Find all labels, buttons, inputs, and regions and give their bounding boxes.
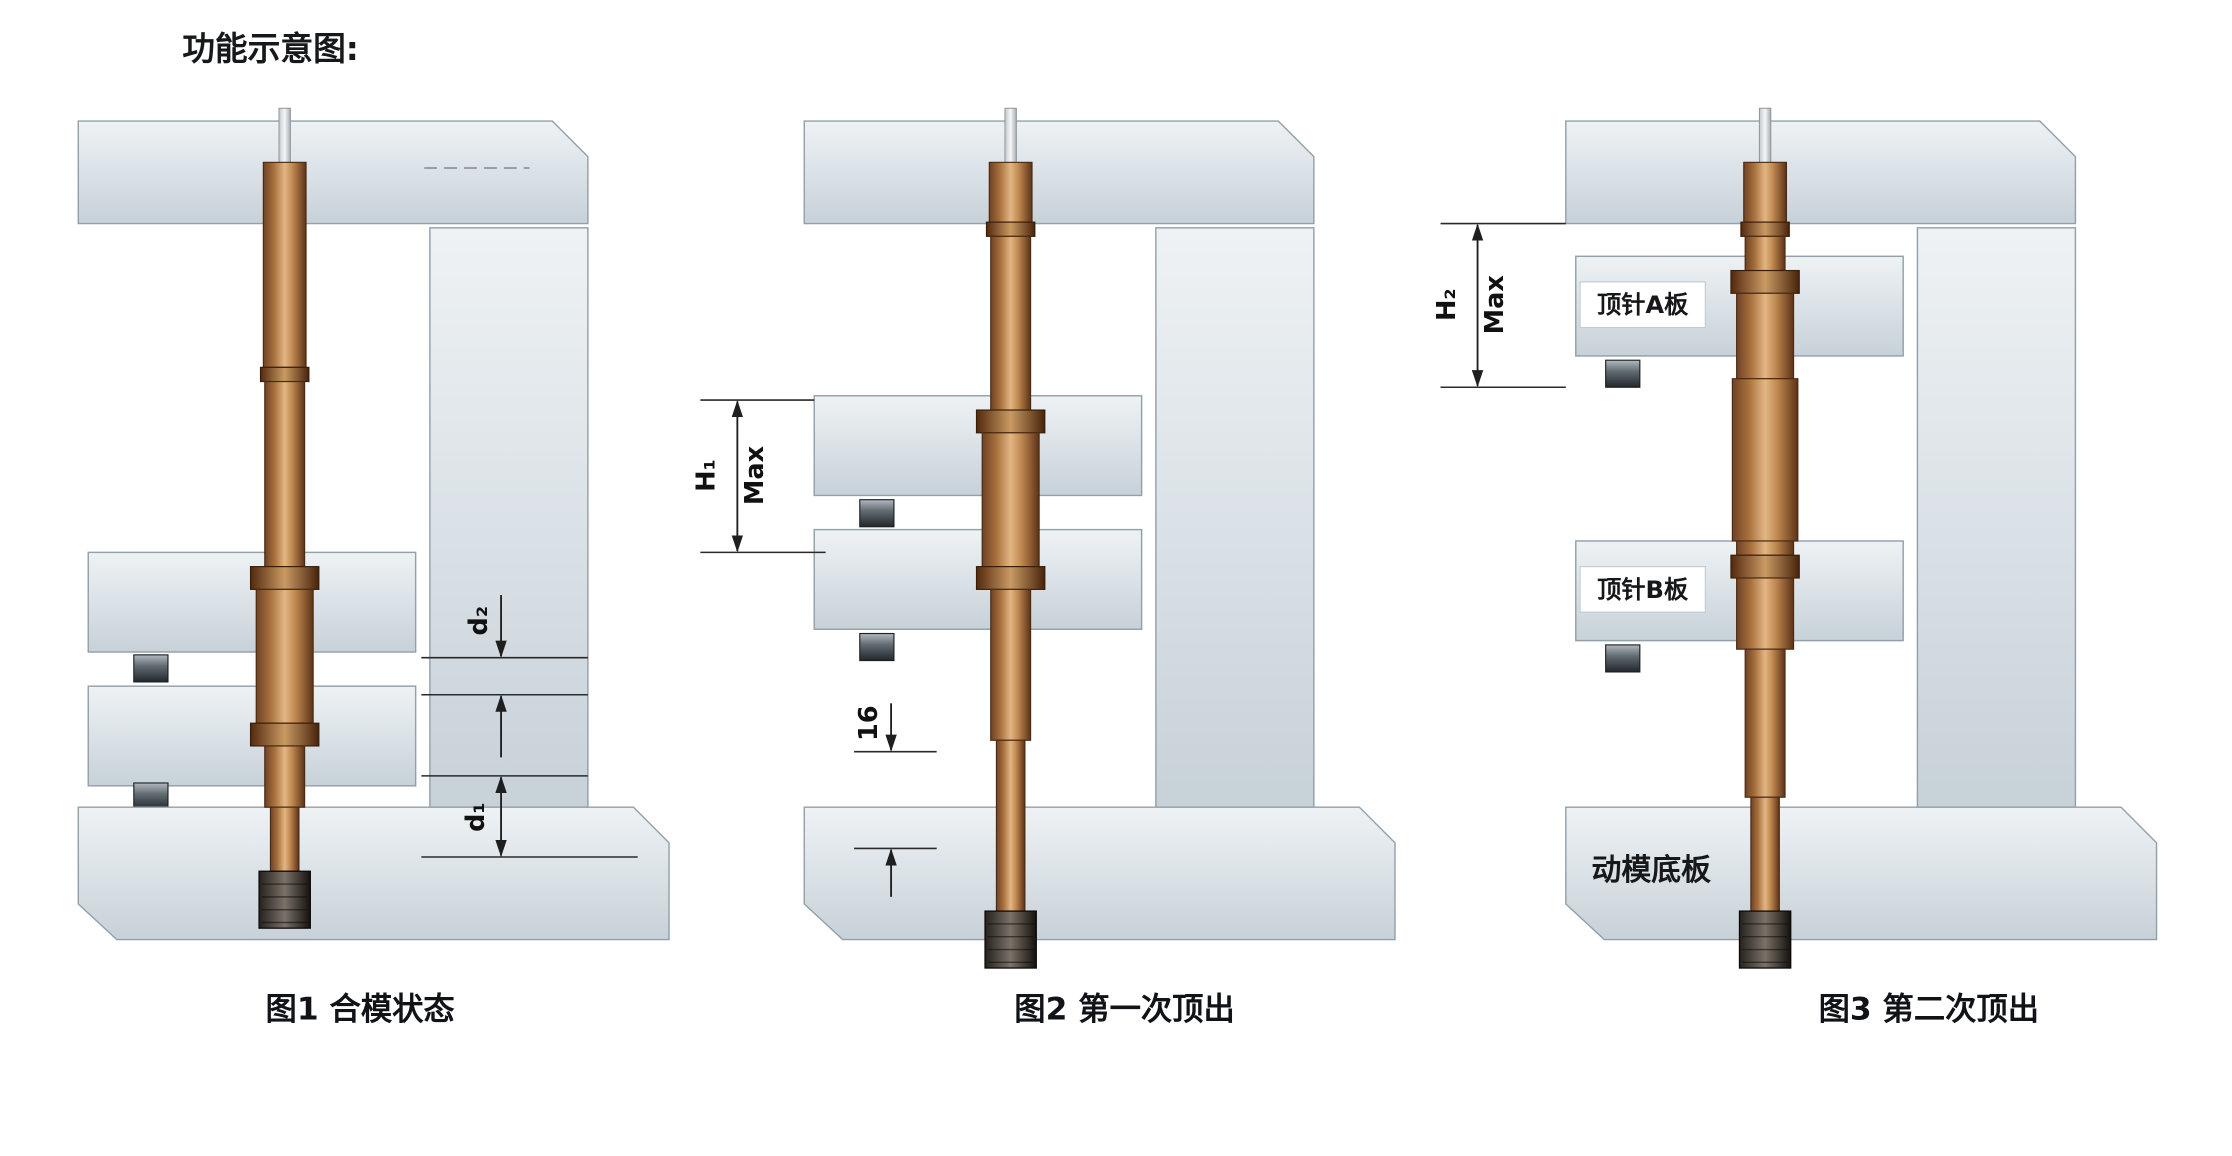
- fig3-dimension-h2: H₂ Max: [1432, 222, 1566, 389]
- fig2-pin-upper-shaft: [988, 161, 1033, 223]
- fig1-pin-head: [258, 870, 311, 929]
- fig3-pin-flange-top: [1730, 269, 1800, 294]
- fig2-screw-head-bottom: [859, 632, 895, 662]
- fig3-ejector-pin: [1730, 107, 1800, 969]
- fig3-pin-lower-shaft: [1744, 648, 1786, 798]
- fig2-dimension-16: 16: [854, 703, 937, 897]
- fig1-ejector-pin: [249, 107, 320, 929]
- figure-3: 顶针A板 顶针B板 动模底板: [1432, 107, 2158, 1027]
- fig2-top-clamp-plate: [803, 120, 1315, 225]
- fig3-pin-sleeve-a: [1736, 292, 1795, 380]
- fig3-h2-label: H₂: [1432, 288, 1462, 321]
- fig3-pin-sleeve-b: [1736, 577, 1795, 650]
- fig1-pin-step-collar: [259, 366, 310, 383]
- fig1-pin-upper-shaft: [262, 161, 307, 368]
- fig3-top-clamp-plate: [1565, 120, 2077, 225]
- fig1-mold-plates: [77, 120, 670, 941]
- fig3-bottom-clamp-plate: [1565, 806, 2158, 941]
- fig3-pin-tip: [1758, 107, 1772, 166]
- fig3-mold-plates: 顶针A板 顶针B板 动模底板: [1565, 120, 2158, 941]
- fig1-pin-lower-shaft: [264, 745, 306, 808]
- fig3-plate-b-label: 顶针B板: [1597, 576, 1689, 604]
- fig3-caption: 图3 第二次顶出: [1819, 991, 2039, 1027]
- fig3-screw-head-b: [1605, 644, 1641, 673]
- fig1-pin-thin-shaft: [269, 806, 300, 872]
- fig2-pin-flange-bottom: [975, 566, 1046, 590]
- fig1-pin-flange-top: [249, 566, 320, 590]
- fig2-h1-label: H₁: [692, 459, 722, 492]
- fig2-pin-sleeve: [981, 432, 1040, 568]
- fig1-pin-mid-shaft: [264, 380, 306, 568]
- fig1-dimension-d2: d₂: [421, 595, 588, 758]
- fig1-pin-tip: [278, 107, 291, 166]
- fig2-pin-thin-shaft: [995, 739, 1026, 912]
- fig2-support-block: [1155, 227, 1315, 808]
- fig3-pin-step-collar: [1740, 221, 1790, 237]
- fig2-caption: 图2 第一次顶出: [1014, 991, 1234, 1027]
- fig1-screw-head-top: [133, 654, 169, 683]
- fig3-plate-a-label: 顶针A板: [1597, 291, 1689, 319]
- fig3-pin-head: [1738, 910, 1792, 969]
- fig1-d1-label: d₁: [461, 802, 491, 832]
- fig2-mold-plates: [803, 120, 1396, 941]
- fig1-bottom-clamp-plate: [77, 806, 670, 941]
- fig2-pin-tip: [1004, 107, 1017, 166]
- fig3-pin-mid-shaft: [1744, 235, 1786, 272]
- figure-1: d₂ d₁ 图1 合模状态: [77, 107, 670, 1027]
- fig3-pin-flange-bottom: [1730, 554, 1800, 579]
- fig1-d2-label: d₂: [464, 606, 494, 636]
- fig1-caption: 图1 合模状态: [266, 991, 456, 1027]
- fig3-plate-b-label-box: [1579, 566, 1706, 613]
- fig3-pin-upper-shaft: [1743, 161, 1788, 223]
- fig1-pin-sleeve: [255, 588, 314, 724]
- fig2-ejector-pin: [975, 107, 1046, 969]
- fig2-pin-step-collar: [985, 221, 1036, 237]
- fig2-pin-flange-top: [975, 409, 1046, 434]
- fig3-support-block: [1916, 227, 2077, 808]
- fig3-pin-sleeve-seg: [1736, 540, 1795, 556]
- fig2-h1-max-label: Max: [740, 445, 770, 505]
- fig3-pin-thin-shaft: [1750, 796, 1780, 912]
- fig1-support-block: [429, 227, 589, 808]
- fig2-dimension-h1: H₁ Max: [692, 399, 826, 554]
- fig1-dimension-d1: d₁: [421, 775, 638, 858]
- page-title: 功能示意图:: [182, 30, 359, 68]
- figure-2: H₁ Max 16 图2 第一次顶出: [692, 107, 1396, 1027]
- fig3-h2-max-label: Max: [1480, 275, 1510, 335]
- fig1-pin-flange-bottom: [249, 722, 320, 747]
- fig2-bottom-clamp-plate: [803, 806, 1396, 941]
- fig2-pin-mid-shaft: [990, 235, 1032, 411]
- fig3-bottom-plate-label: 动模底板: [1591, 853, 1711, 888]
- fig3-plate-a-label-box: [1579, 281, 1706, 329]
- fig3-pin-center-sleeve: [1731, 378, 1799, 542]
- fig3-screw-head-a: [1605, 359, 1641, 388]
- fig1-top-clamp-plate: [77, 120, 589, 225]
- fig1-screw-head-bottom: [133, 782, 169, 811]
- fig2-pin-lower-shaft: [990, 588, 1032, 741]
- fig2-16-label: 16: [854, 705, 884, 741]
- fig2-pin-head: [984, 910, 1037, 969]
- fig2-screw-head-top: [859, 499, 895, 528]
